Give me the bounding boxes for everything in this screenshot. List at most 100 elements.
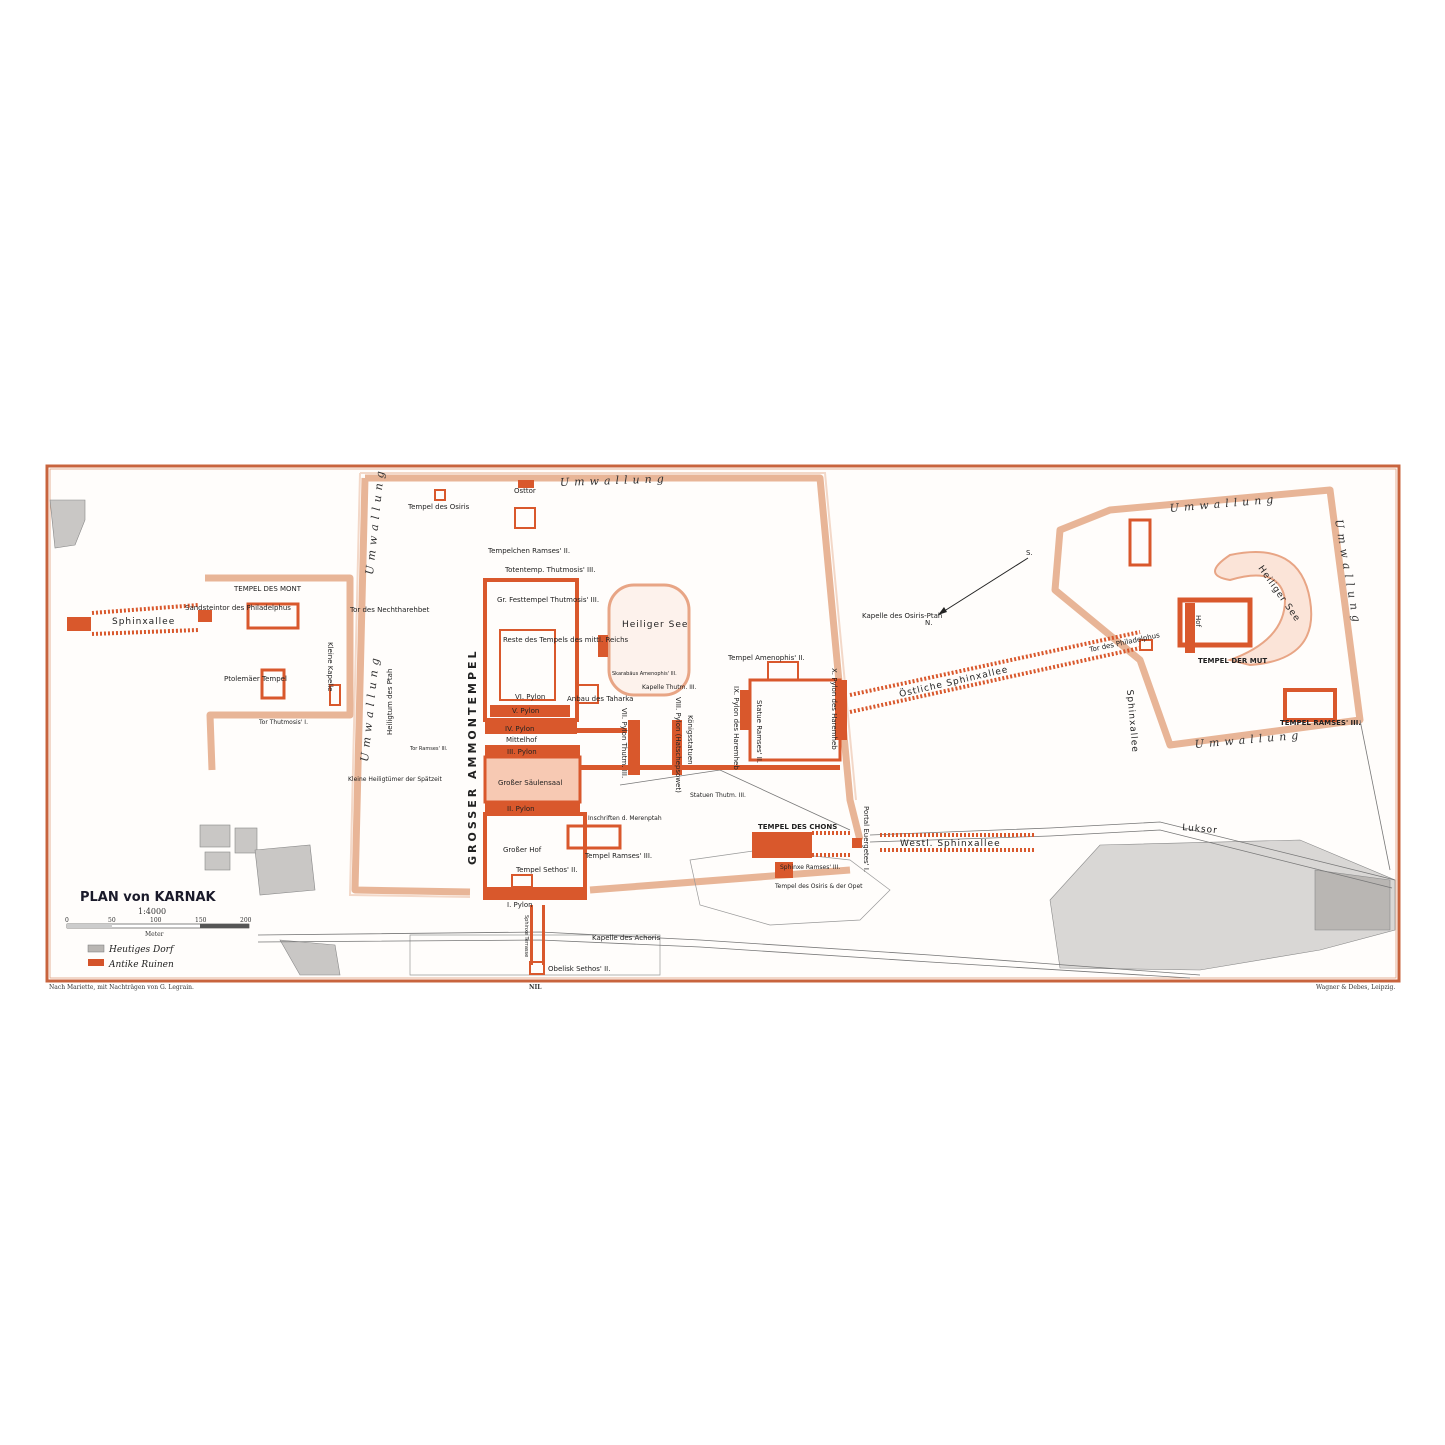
tempelchen-ramses	[514, 507, 536, 529]
credit-right: Wagner & Debes, Leipzig.	[1316, 984, 1395, 991]
label-skarabaeus: Skarabäus Amenophis' III.	[612, 671, 677, 677]
scale-tick: 0	[65, 917, 69, 924]
credit-nil: NIL	[529, 984, 542, 991]
mont-temple	[246, 602, 300, 630]
label-kleine-kapelle: Kleine Kapelle	[326, 642, 334, 691]
label-reste: Reste des Tempels des mittl. Reichs	[503, 636, 629, 644]
south-axis-wall	[577, 728, 627, 733]
compass-arrow-icon	[937, 557, 1029, 616]
east-sphinx-avenue-north-row	[849, 630, 1141, 697]
label-festtempel: Gr. Festtempel Thutmosis' III.	[497, 596, 599, 604]
taharka-annex	[577, 684, 599, 704]
label-mittelhof: Mittelhof	[506, 736, 537, 744]
label-kapelle-thutm: Kapelle Thutm. III.	[642, 684, 697, 691]
label-tempel-mont: TEMPEL DES MONT	[233, 585, 302, 593]
village-block	[204, 851, 231, 871]
label-iii-pylon: III. Pylon	[507, 748, 537, 756]
compass-north: N.	[925, 619, 932, 627]
label-viii-pylon: VIII. Pylon (Hatschepsowet)	[674, 697, 682, 793]
mut-pylon	[1185, 603, 1195, 653]
label-heiliger-see: Heiliger See	[622, 620, 688, 630]
ii-pylon	[485, 802, 580, 814]
west-gate	[67, 617, 91, 631]
temple-ramses-iii	[566, 824, 622, 850]
label-statue-ramses: Statue Ramses' II.	[755, 700, 763, 763]
ix-pylon	[740, 690, 750, 730]
arrow-head-icon	[938, 607, 947, 615]
temple-sethos-ii	[511, 874, 533, 888]
label-tempel-sethos: Tempel Sethos' II.	[515, 866, 578, 874]
label-statuen: Statuen Thutm. III.	[690, 792, 746, 799]
label-osttor: Osttor	[514, 487, 536, 495]
label-v-pylon: V. Pylon	[512, 707, 539, 715]
credit-left: Nach Mariette, mit Nachträgen von G. Leg…	[49, 984, 194, 991]
mont-enclosure-wall	[205, 574, 354, 771]
label-anbau: Anbau des Taharka	[567, 695, 633, 703]
label-grosser-ammontempel: GROSSER AMMONTEMPEL	[466, 648, 479, 865]
north-arrow: S. N.	[925, 549, 1033, 627]
label-tor-nechtharehbet: Tor des Nechtharehbet	[349, 606, 430, 614]
sandstone-gate	[198, 610, 212, 622]
sphinx-avenues	[91, 603, 1141, 857]
sacred-lake	[607, 583, 691, 697]
villages	[49, 499, 1396, 976]
middle-kingdom-temple	[499, 629, 556, 701]
label-i-pylon: I. Pylon	[507, 901, 533, 909]
chons-temple	[752, 832, 812, 858]
v-pylon	[490, 705, 570, 717]
iv-pylon	[485, 722, 577, 734]
west-sphinx-avenue-north-row	[91, 603, 199, 615]
legend: Heutiges Dorf Antike Ruinen	[87, 944, 175, 970]
road-luksor	[869, 821, 1396, 881]
philadelphus-gate	[1139, 639, 1153, 651]
vii-pylon	[628, 720, 640, 775]
label-grosser-hof: Großer Hof	[503, 846, 542, 854]
label-kleine-heiligtuemer: Kleine Heiligtümer der Spätzeit	[348, 776, 442, 783]
viii-pylon	[672, 720, 682, 775]
village-east	[1314, 869, 1391, 931]
label-koenigsstatuen: Königsstatuen	[686, 715, 694, 765]
label-ptolemaeer: Ptolemäer Tempel	[224, 675, 287, 683]
label-vii-pylon: VII. Pylon Thutm. III.	[620, 708, 628, 778]
sacred-lake-mut	[1214, 551, 1313, 667]
legend-label-village: Heutiges Dorf	[108, 945, 175, 955]
ptolemaic-temple	[260, 668, 286, 700]
label-totentemp: Totentemp. Thutmosis' III.	[504, 566, 595, 574]
legend-swatch-village	[87, 944, 105, 953]
label-sphinxe-ramses: Sphinxe Ramses' III.	[780, 864, 840, 871]
sphinx-terrace-right	[542, 905, 545, 965]
village-luksor-road	[1049, 839, 1396, 971]
osiris-opet-temple	[775, 862, 793, 878]
small-chapel	[329, 684, 341, 706]
i-pylon	[483, 888, 587, 900]
village-nile	[409, 934, 661, 976]
amun-enclosure-north-east-wall	[365, 474, 864, 841]
south-axis-wall-2	[580, 765, 840, 770]
label-tempel-ramses3: Tempel Ramses' III.	[584, 852, 652, 860]
east-sphinx-avenue-south-row	[849, 646, 1141, 714]
village-block	[199, 824, 231, 848]
label-obelisk: Obelisk Sethos' II.	[548, 965, 610, 973]
osiris-temple	[434, 489, 446, 501]
label-saeulensaal: Großer Säulensaal	[498, 779, 562, 787]
festtempel-structure	[483, 578, 579, 722]
temple-amenophis-ii	[767, 661, 799, 681]
scale-tick: 50	[108, 917, 116, 924]
village-south	[279, 939, 341, 976]
village-block	[234, 827, 258, 854]
label-portal-euergetes: Portal Euergetes' I.	[862, 806, 870, 872]
mut-temple	[1177, 597, 1253, 648]
compass-south: S.	[1026, 549, 1033, 557]
amun-enclosure-south-wall	[589, 866, 851, 894]
mut-propylon	[1128, 518, 1152, 567]
village-block	[254, 844, 316, 896]
label-x-pylon: X. Pylon des Haremheb	[830, 668, 838, 750]
label-westl-sphinxallee: Westl. Sphinxallee	[900, 839, 1001, 849]
label-inschriften: Inschriften d. Merenptah	[588, 815, 662, 822]
obelisk-base	[529, 961, 545, 975]
label-ix-pylon: IX. Pylon des Haremheb	[732, 686, 740, 770]
scale-unit: Meter	[145, 931, 164, 938]
label-luksor: Luksor	[1182, 823, 1218, 836]
label-tempel-chons: TEMPEL DES CHONS	[758, 823, 837, 831]
